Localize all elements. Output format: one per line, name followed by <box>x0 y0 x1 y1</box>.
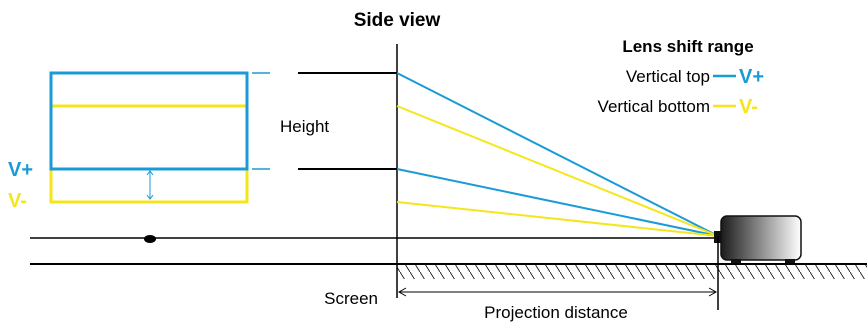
legend: Lens shift range Vertical top V+ Vertica… <box>598 37 764 118</box>
projector-foot-front <box>731 259 741 263</box>
ray-bottom-upper <box>396 105 719 237</box>
ray-top-lower <box>396 168 719 237</box>
screen-label: Screen <box>324 289 378 308</box>
distance-arrow-head-left <box>397 287 407 297</box>
lens-center-dot <box>144 235 156 243</box>
floor <box>30 263 867 279</box>
diagram-title: Side view <box>354 10 441 31</box>
distance-arrow-head-right <box>708 287 718 297</box>
legend-title: Lens shift range <box>622 37 753 56</box>
projection-distance-dimension: Projection distance <box>397 236 719 322</box>
screen-top-position <box>49 71 249 171</box>
legend-bottom-symbol: V- <box>739 96 758 118</box>
screen-bottom-marker: V- <box>8 190 27 212</box>
projector <box>714 215 802 263</box>
legend-top-label: Vertical top <box>626 67 710 86</box>
legend-bottom-label: Vertical bottom <box>598 97 710 116</box>
screen-bottom-position <box>49 104 249 204</box>
projector-foot-rear <box>785 259 795 263</box>
projector-body <box>720 215 802 261</box>
ray-bottom-lower <box>396 201 719 237</box>
floor-hatching <box>397 265 867 279</box>
shift-arrow-head-up <box>146 170 154 176</box>
projection-rays <box>396 72 719 237</box>
projection-distance-label: Projection distance <box>484 303 628 322</box>
screen-top-marker: V+ <box>8 159 33 181</box>
screen-front-view: V+ V- <box>8 71 270 212</box>
shift-arrow-head-down <box>146 194 154 200</box>
legend-top-symbol: V+ <box>739 66 764 88</box>
height-indicator: Height <box>280 72 397 170</box>
ray-top-upper <box>396 72 719 237</box>
height-label: Height <box>280 117 329 136</box>
